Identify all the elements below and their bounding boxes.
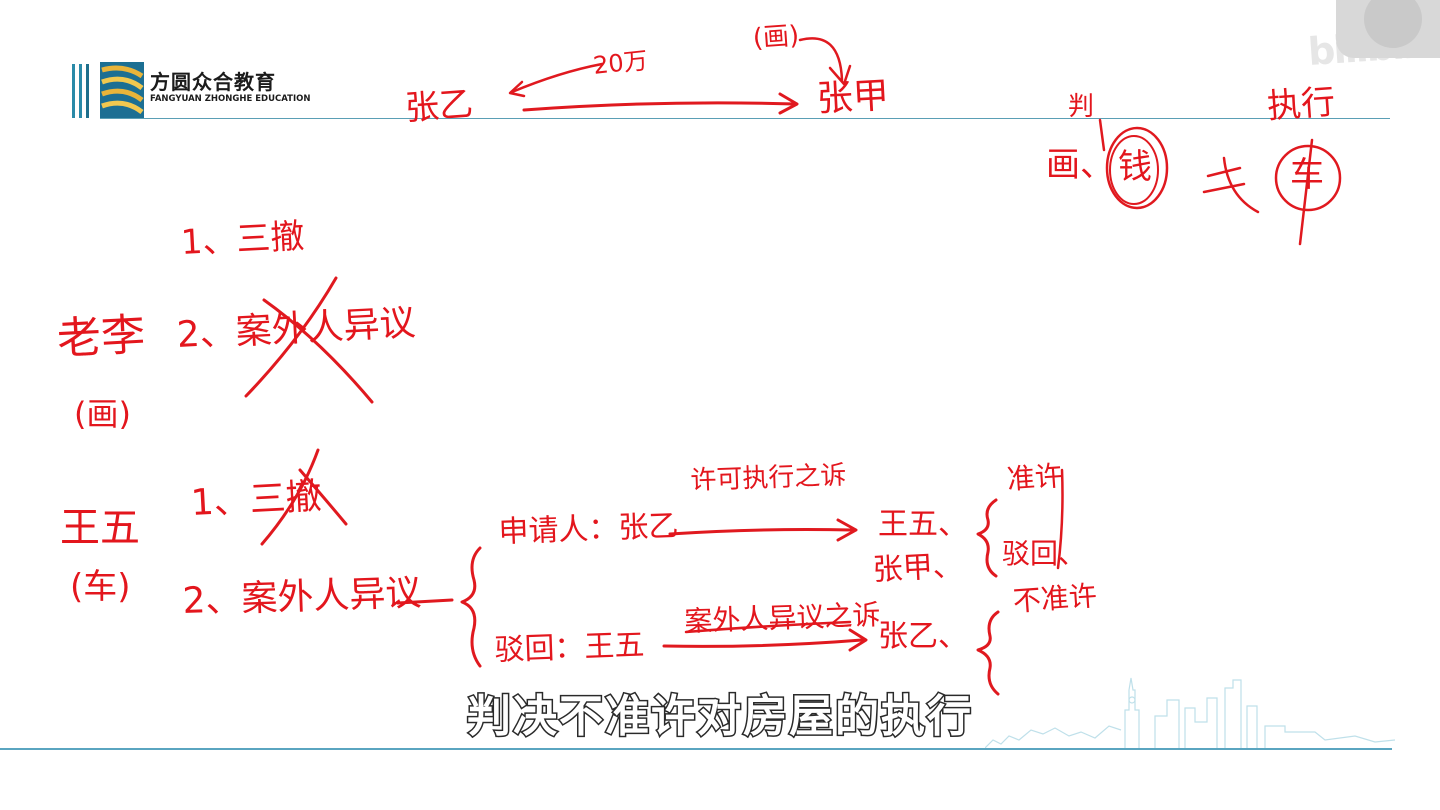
brand-logo: 方圆众合教育 FANGYUAN ZHONGHE EDUCATION: [72, 60, 312, 120]
ink-circle-money-inner: [1109, 135, 1159, 205]
header-rule: [100, 118, 1390, 119]
note-lower-line: 驳回：王五: [493, 627, 646, 668]
ink-tick-judgment: [1098, 118, 1106, 152]
note-lower-target: 张乙、: [878, 619, 968, 654]
note-judgment: 判: [1068, 92, 1095, 122]
note-execution: 执行: [1265, 82, 1337, 127]
footer-rule: [0, 748, 1392, 750]
ink-arrowhead-top: [778, 92, 799, 115]
note-zhangyi-top: 张乙: [403, 84, 475, 129]
note-lower-arrow-label: 案外人异议之诉: [683, 598, 881, 638]
ink-arrow-20w: [510, 62, 604, 94]
note-upper-result-2: 驳回、: [1002, 537, 1087, 570]
note-li-tag: (画): [74, 395, 131, 433]
note-lower-result: 不准许: [1011, 579, 1098, 618]
note-wang-item-1: 1、三撤: [189, 476, 323, 524]
video-subtitle: 判决不准许对房屋的执行: [466, 690, 973, 744]
note-wang-tag: (车): [70, 567, 131, 607]
note-upper-line: 申请人：张乙: [497, 508, 680, 550]
ink-arrow-top: [522, 101, 797, 112]
ink-arrowhead-20w: [508, 80, 526, 98]
note-upper-target-1: 王五、: [878, 507, 968, 542]
ink-tail-car: [1298, 138, 1314, 246]
note-wang-name: 王五: [60, 505, 140, 551]
logo-mark-icon: [100, 62, 144, 118]
note-zhangjia-top: 张甲: [815, 75, 890, 120]
note-li-item-1: 1、三撤: [179, 216, 306, 263]
ink-mark-middle: [1202, 156, 1260, 214]
brand-name: 方圆众合教育: [150, 70, 276, 94]
note-upper-arrow-label: 许可执行之诉: [689, 460, 847, 496]
note-amount: 20万: [591, 46, 649, 80]
ink-arrow-hua: [798, 37, 844, 82]
ink-arrowhead-upper: [836, 518, 858, 542]
note-wang-item-2: 2、案外人异议: [181, 572, 423, 622]
note-li-name: 老李: [55, 309, 147, 365]
ink-line-upper: [1056, 468, 1064, 570]
ink-arrow-lower: [662, 638, 864, 648]
ink-circle-money: [1105, 126, 1169, 210]
ink-brace-lower: [976, 610, 1000, 696]
note-hua-top: (画): [751, 20, 801, 54]
webcam-overlay: [1336, 0, 1440, 58]
ink-arrowhead-hua: [828, 64, 852, 86]
ink-brace-upper: [976, 498, 998, 578]
note-upper-result-1: 准许: [1005, 459, 1064, 496]
note-upper-target-2: 张甲、: [871, 548, 964, 588]
ink-brace-main: [460, 546, 482, 668]
ink-cross-d: [298, 468, 348, 526]
ink-cross-c: [260, 448, 320, 546]
logo-bars: [72, 64, 98, 118]
ink-link-brace: [396, 598, 454, 605]
skyline-decoration: [985, 677, 1395, 749]
ink-arrowhead-lower: [848, 628, 868, 652]
ink-cross-b: [244, 276, 338, 398]
brand-sub: FANGYUAN ZHONGHE EDUCATION: [150, 94, 311, 104]
ink-arrow-upper: [668, 528, 854, 536]
note-rt-item-2: 钱: [1118, 147, 1152, 187]
ink-strike-lower: [684, 620, 852, 634]
webcam-lens-icon: [1364, 0, 1422, 48]
note-rt-item-1: 画、: [1046, 145, 1114, 185]
ink-cross-a: [262, 298, 374, 404]
ink-circle-car: [1274, 144, 1342, 212]
note-rt-item-3: 车: [1290, 155, 1324, 195]
